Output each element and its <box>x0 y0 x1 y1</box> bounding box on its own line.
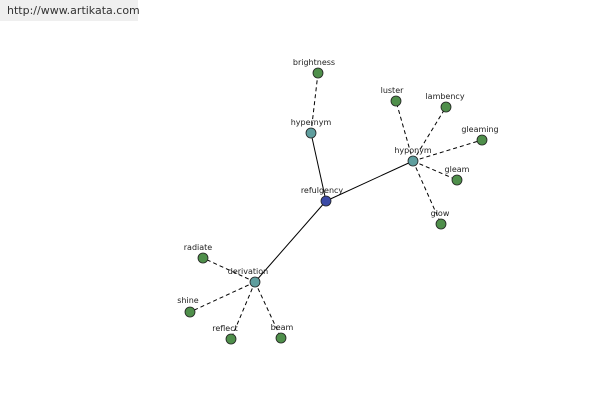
edge-refulgency-derivation <box>254 200 327 283</box>
leaf-label-brightness[interactable]: brightness <box>293 58 335 67</box>
leaf-label-radiate[interactable]: radiate <box>184 243 213 252</box>
edge-derivation-reflect <box>230 281 256 340</box>
leaf-label-reflect[interactable]: reflect <box>212 324 238 333</box>
relation-label-hypernym[interactable]: hypernym <box>291 118 332 127</box>
leaf-label-gleaming[interactable]: gleaming <box>461 125 498 134</box>
center-label-refulgency[interactable]: refulgency <box>301 186 344 195</box>
leaf-label-shine[interactable]: shine <box>177 296 199 305</box>
leaf-label-lambency[interactable]: lambency <box>425 92 464 101</box>
leaf-label-luster[interactable]: luster <box>381 86 405 95</box>
edge-refulgency-hypernym <box>310 132 327 202</box>
source-url-banner[interactable]: http://www.artikata.com <box>0 0 140 21</box>
relation-label-hyponym[interactable]: hyponym <box>394 146 432 155</box>
graph-nodes <box>184 67 488 345</box>
graph-labels: refulgency hypernym hyponym derivation brigh… <box>177 58 498 333</box>
relation-node-derivation[interactable] <box>249 276 261 288</box>
relation-node-hyponym[interactable] <box>407 155 419 167</box>
leaf-label-glow[interactable]: glow <box>431 209 450 218</box>
leaf-node-lambency[interactable] <box>440 101 452 113</box>
leaf-node-radiate[interactable] <box>197 252 209 264</box>
edge-hyponym-lambency <box>412 106 447 162</box>
leaf-node-reflect[interactable] <box>225 333 237 345</box>
leaf-node-shine[interactable] <box>184 306 196 318</box>
leaf-label-gleam[interactable]: gleam <box>445 165 470 174</box>
edge-hyponym-gleaming <box>412 139 483 162</box>
leaf-node-luster[interactable] <box>390 95 402 107</box>
leaf-node-gleam[interactable] <box>451 174 463 186</box>
edge-derivation-radiate <box>202 257 256 283</box>
edge-derivation-shine <box>189 281 256 313</box>
edge-hyponym-glow <box>412 160 442 225</box>
center-node-refulgency[interactable] <box>320 195 332 207</box>
graph-edges <box>189 72 483 340</box>
edge-hyponym-luster <box>395 100 414 162</box>
edge-hyponym-gleam <box>412 160 458 181</box>
leaf-node-beam[interactable] <box>275 332 287 344</box>
relation-label-derivation[interactable]: derivation <box>228 267 268 276</box>
edge-refulgency-hyponym <box>325 160 414 202</box>
relation-node-hypernym[interactable] <box>305 127 317 139</box>
leaf-node-gleaming[interactable] <box>476 134 488 146</box>
leaf-label-beam[interactable]: beam <box>271 323 294 332</box>
leaf-node-glow[interactable] <box>435 218 447 230</box>
edge-hypernym-brightness <box>310 72 319 134</box>
edge-derivation-beam <box>254 281 282 339</box>
leaf-node-brightness[interactable] <box>312 67 324 79</box>
